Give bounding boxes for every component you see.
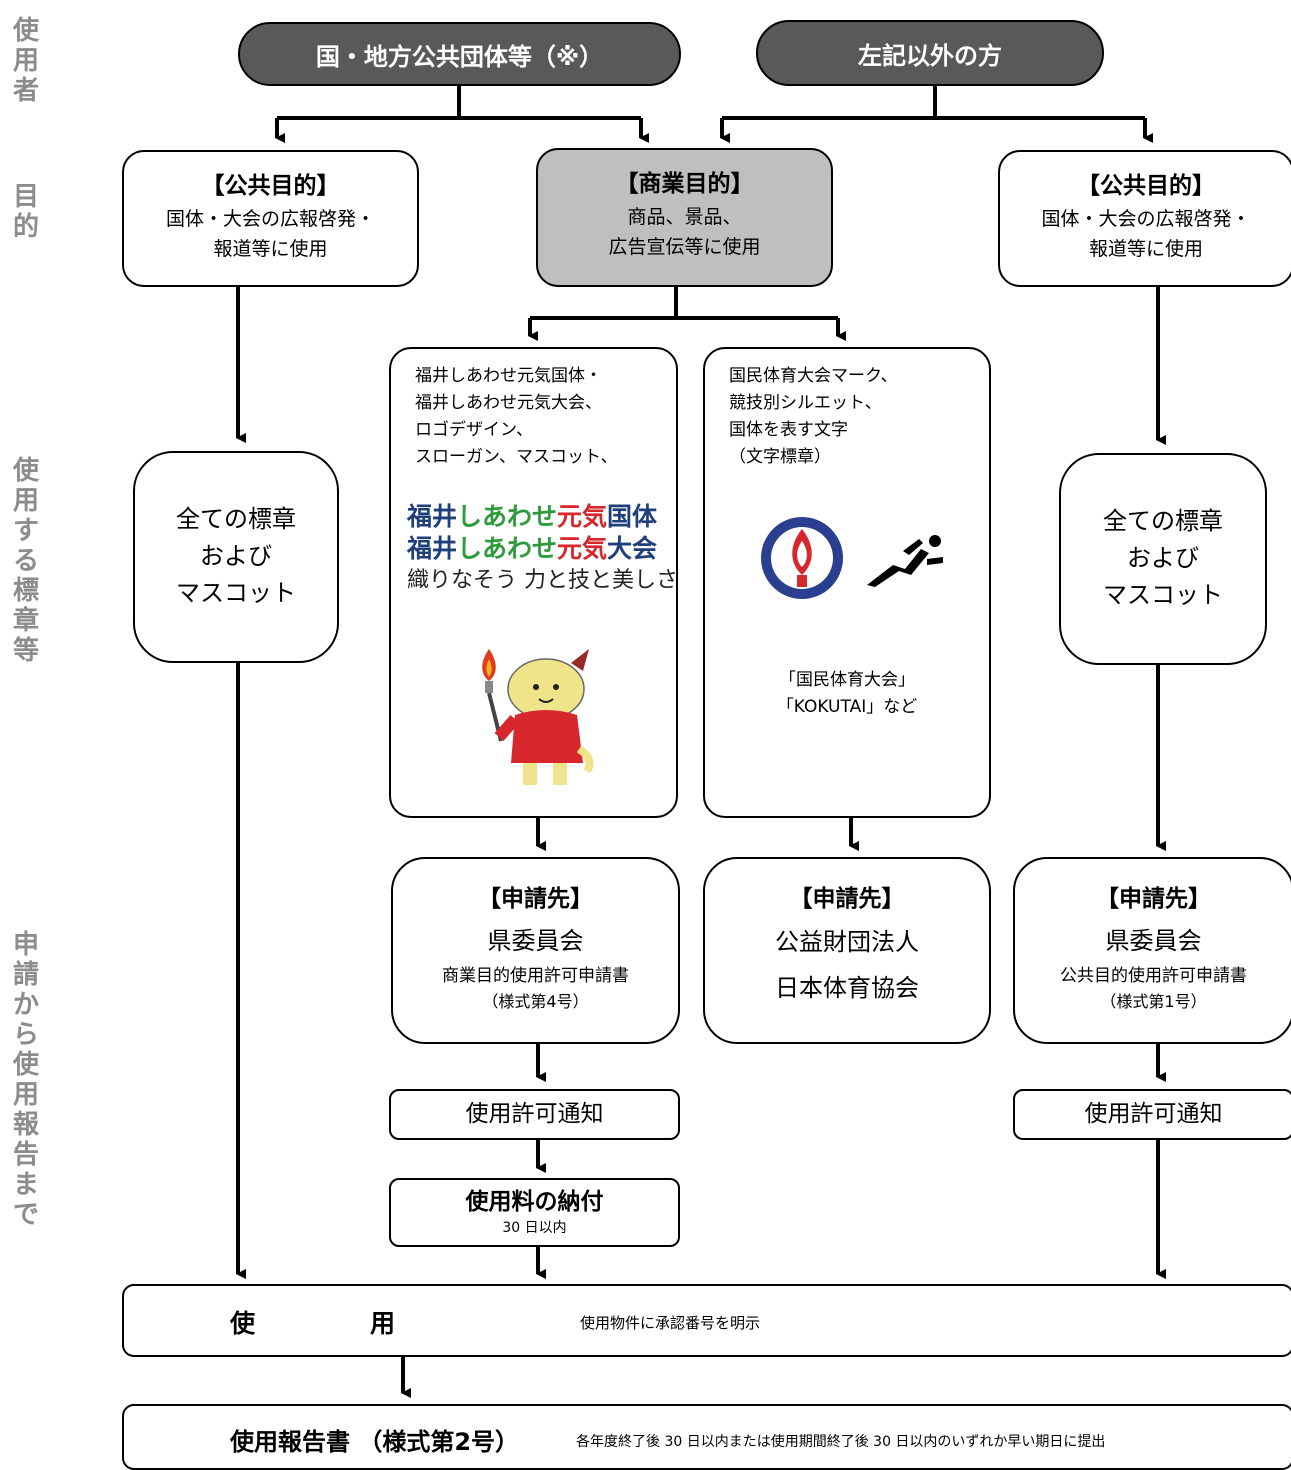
logo1-d: 国体 — [607, 502, 658, 531]
marks-right-line3: マスコット — [1103, 581, 1223, 609]
user-other-pill: 左記以外の方 — [756, 20, 1104, 86]
marks-national-caption: 「国民体育大会」 「KOKUTAI」など — [705, 667, 989, 721]
marks-national-line3: 国体を表す文字 — [729, 420, 848, 440]
report-box: 使用報告書 （様式第2号） 各年度終了後 30 日以内または使用期間終了後 30… — [122, 1404, 1291, 1470]
purpose-right-line2: 報道等に使用 — [1088, 238, 1203, 260]
permit-right-label: 使用許可通知 — [1084, 1101, 1223, 1127]
fee-title: 使用料の納付 — [465, 1189, 604, 1215]
marks-fukui-line2: 福井しあわせ元気大会、 — [415, 393, 602, 413]
purpose-left-box: 【公共目的】 国体・大会の広報啓発・ 報道等に使用 — [122, 150, 419, 287]
marks-left-line2: および — [200, 542, 272, 570]
logo2-a: 福井 — [407, 534, 458, 563]
marks-left-box: 全ての標章 および マスコット — [133, 451, 339, 663]
apply-left-form: 商業目的使用許可申請書 — [442, 966, 629, 986]
apply-left-box: 【申請先】 県委員会 商業目的使用許可申請書 （様式第4号） — [391, 857, 680, 1044]
marks-national-caption2: 「KOKUTAI」など — [776, 697, 918, 717]
apply-right-title: 【申請先】 — [1096, 886, 1211, 912]
logo1-b: しあわせ — [457, 502, 558, 531]
side-label-process: 申請から使用報告まで — [12, 930, 39, 1230]
side-label-user: 使用者 — [12, 16, 39, 106]
fukui-logo: 福井しあわせ元気国体 福井しあわせ元気大会 織りなそう 力と技と美しさ — [407, 501, 678, 597]
fee-note: 30 日以内 — [502, 1220, 567, 1236]
apply-right-org: 県委員会 — [1105, 927, 1202, 955]
fukui-slogan: 織りなそう 力と技と美しさ — [407, 568, 678, 593]
use-char1: 使 — [230, 1309, 256, 1338]
marks-fukui-line3: ロゴデザイン、 — [415, 420, 533, 440]
marks-right-line1: 全ての標章 — [1103, 507, 1223, 535]
side-label-marks: 使用する標章等 — [12, 456, 39, 666]
purpose-right-box: 【公共目的】 国体・大会の広報啓発・ 報道等に使用 — [998, 150, 1291, 287]
logo2-c: 元気 — [557, 534, 608, 563]
marks-right-box: 全ての標章 および マスコット — [1059, 453, 1267, 665]
marks-national-caption1: 「国民体育大会」 — [779, 670, 915, 690]
purpose-right-title: 【公共目的】 — [1077, 173, 1215, 199]
purpose-left-title: 【公共目的】 — [201, 173, 340, 199]
use-box: 使 用 使用物件に承認番号を明示 — [122, 1284, 1291, 1357]
apply-center-box: 【申請先】 公益財団法人 日本体育協会 — [703, 857, 991, 1044]
marks-national-line1: 国民体育大会マーク、 — [729, 366, 898, 386]
marks-fukui-line4: スローガン、マスコット、 — [415, 447, 618, 467]
purpose-center-box: 【商業目的】 商品、景品、 広告宣伝等に使用 — [536, 148, 833, 287]
apply-left-org: 県委員会 — [487, 927, 584, 955]
logo2-d: 大会 — [607, 534, 658, 563]
marks-fukui-box: 福井しあわせ元気国体・ 福井しあわせ元気大会、 ロゴデザイン、 スローガン、マス… — [389, 347, 678, 818]
logo1-c: 元気 — [557, 502, 608, 531]
permit-left-label: 使用許可通知 — [465, 1101, 604, 1127]
apply-right-form: 公共目的使用許可申請書 — [1060, 966, 1247, 986]
purpose-center-line1: 商品、景品、 — [627, 206, 742, 228]
permit-right-box: 使用許可通知 — [1013, 1089, 1291, 1140]
user-public-label: 国・地方公共団体等（※） — [315, 42, 604, 71]
marks-national-line4: （文字標章） — [729, 447, 831, 467]
user-other-label: 左記以外の方 — [858, 41, 1002, 70]
use-char2: 用 — [370, 1309, 396, 1338]
use-note: 使用物件に承認番号を明示 — [580, 1314, 761, 1332]
purpose-center-title: 【商業目的】 — [615, 171, 754, 197]
marks-right-line2: および — [1127, 544, 1199, 572]
apply-center-org2: 日本体育協会 — [775, 974, 919, 1002]
marks-national-box: 国民体育大会マーク、 競技別シルエット、 国体を表す文字 （文字標章） 「国民体… — [703, 347, 991, 818]
apply-center-title: 【申請先】 — [789, 886, 905, 912]
apply-center-org1: 公益財団法人 — [775, 928, 919, 956]
apply-left-title: 【申請先】 — [478, 886, 593, 912]
purpose-right-line1: 国体・大会の広報啓発・ — [1041, 208, 1251, 230]
report-title: 使用報告書 （様式第2号） — [230, 1428, 520, 1456]
purpose-left-line1: 国体・大会の広報啓発・ — [165, 208, 375, 230]
fee-box: 使用料の納付 30 日以内 — [389, 1178, 680, 1247]
kokutai-mark-icon — [761, 517, 843, 599]
user-public-pill: 国・地方公共団体等（※） — [238, 22, 681, 86]
sport-silhouette-icon — [867, 535, 943, 587]
marks-fukui-line1: 福井しあわせ元気国体・ — [415, 366, 602, 386]
apply-left-form-no: （様式第4号） — [482, 992, 589, 1011]
purpose-center-line2: 広告宣伝等に使用 — [608, 236, 761, 258]
apply-right-box: 【申請先】 県委員会 公共目的使用許可申請書 （様式第1号） — [1013, 857, 1291, 1044]
marks-left-line3: マスコット — [176, 579, 296, 607]
logo1-a: 福井 — [407, 502, 458, 531]
apply-right-form-no: （様式第1号） — [1100, 992, 1207, 1011]
side-label-purpose: 目的 — [12, 182, 39, 242]
report-note: 各年度終了後 30 日以内または使用期間終了後 30 日以内のいずれか早い期日に… — [576, 1434, 1106, 1450]
purpose-left-line2: 報道等に使用 — [213, 238, 328, 260]
logo2-b: しあわせ — [457, 534, 558, 563]
permit-left-box: 使用許可通知 — [389, 1089, 680, 1140]
marks-left-line1: 全ての標章 — [176, 505, 296, 533]
mascot-illustration — [482, 649, 594, 785]
marks-national-line2: 競技別シルエット、 — [729, 393, 882, 413]
